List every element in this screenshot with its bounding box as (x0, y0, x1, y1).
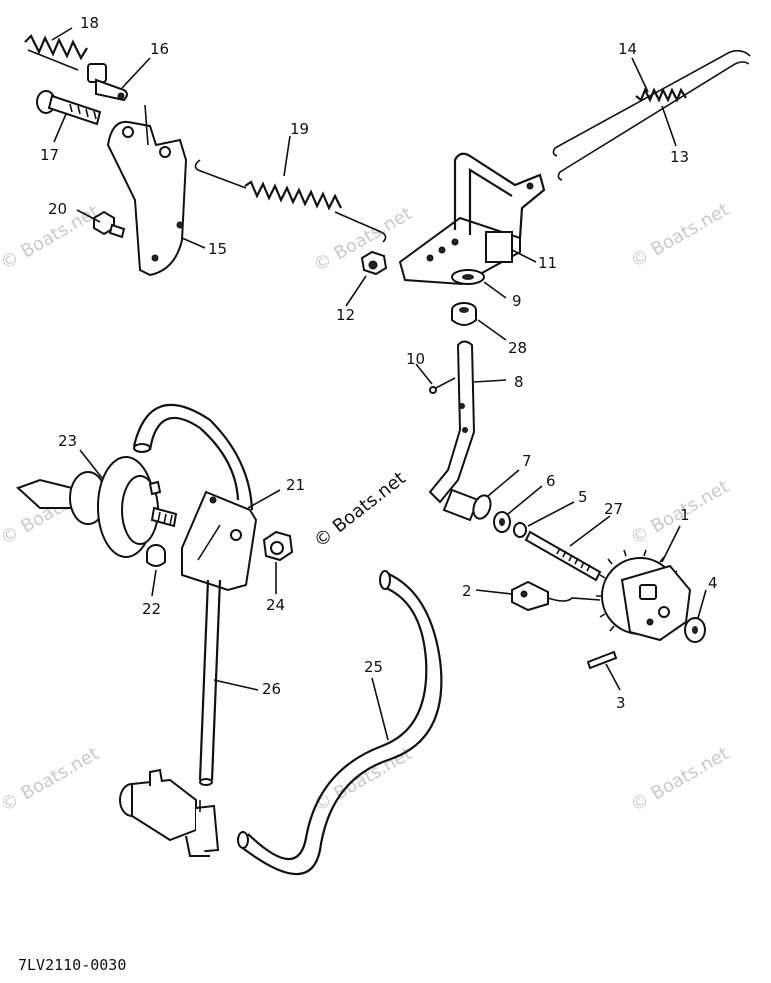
label-10: 10 (406, 350, 425, 368)
label-19: 19 (290, 120, 309, 138)
label-24: 24 (266, 596, 285, 614)
label-14: 14 (618, 40, 637, 58)
part-12-nut (360, 250, 388, 276)
part-28-bushing (451, 302, 477, 326)
watermark: © Boats.net (627, 743, 733, 816)
part-9-washer (451, 269, 485, 285)
part-15-bracket (106, 104, 188, 277)
part-1-pump (596, 549, 692, 642)
part-7-bushing (442, 488, 492, 522)
part-10-pin (429, 377, 456, 394)
label-28: 28 (508, 339, 527, 357)
label-7: 7 (522, 452, 532, 470)
part-17-bolt (36, 90, 102, 126)
part-3-pin (586, 650, 618, 670)
label-20: 20 (48, 200, 67, 218)
part-8-shaft (428, 340, 476, 504)
vacuum-valve (119, 768, 220, 857)
part-18-spring (24, 34, 88, 71)
label-4: 4 (708, 574, 718, 592)
label-9: 9 (512, 292, 522, 310)
label-15: 15 (208, 240, 227, 258)
label-12: 12 (336, 306, 355, 324)
diagram-code: 7LV2110-0030 (18, 956, 126, 974)
label-1: 1 (680, 506, 690, 524)
part-20-screw (93, 210, 126, 239)
label-26: 26 (262, 680, 281, 698)
label-16: 16 (150, 40, 169, 58)
part-24-nut (262, 530, 294, 562)
part-2-clip (511, 580, 601, 612)
label-22: 22 (142, 600, 161, 618)
part-4-washer (684, 617, 706, 643)
label-13: 13 (670, 148, 689, 166)
label-5: 5 (578, 488, 588, 506)
part-19-spring (194, 159, 387, 243)
part-6-washer (493, 511, 511, 533)
part-27-shaft (524, 530, 602, 582)
label-2: 2 (462, 582, 472, 600)
part-21-bracket (181, 490, 258, 592)
part-23-diaphragm (16, 456, 178, 558)
watermark: © Boats.net (627, 199, 733, 272)
part-22-cap (146, 544, 166, 567)
label-3: 3 (616, 694, 626, 712)
leader-lines (51, 27, 707, 741)
center-watermark: © Boats.net (310, 468, 409, 552)
part-16-nut (87, 63, 128, 102)
label-18: 18 (80, 14, 99, 32)
label-23: 23 (58, 432, 77, 450)
label-21: 21 (286, 476, 305, 494)
label-11: 11 (538, 254, 557, 272)
label-17: 17 (40, 146, 59, 164)
part-11-bracket (398, 152, 546, 286)
label-8: 8 (514, 373, 524, 391)
label-6: 6 (546, 472, 556, 490)
part-5-ring (513, 522, 527, 538)
part-13-14-rod (552, 49, 751, 181)
watermark: © Boats.net (0, 743, 103, 816)
label-27: 27 (604, 500, 623, 518)
label-25: 25 (364, 658, 383, 676)
part-labels: 18 16 17 19 20 15 14 13 11 12 9 28 10 8 … (40, 14, 718, 712)
part-25-hose (237, 570, 443, 876)
